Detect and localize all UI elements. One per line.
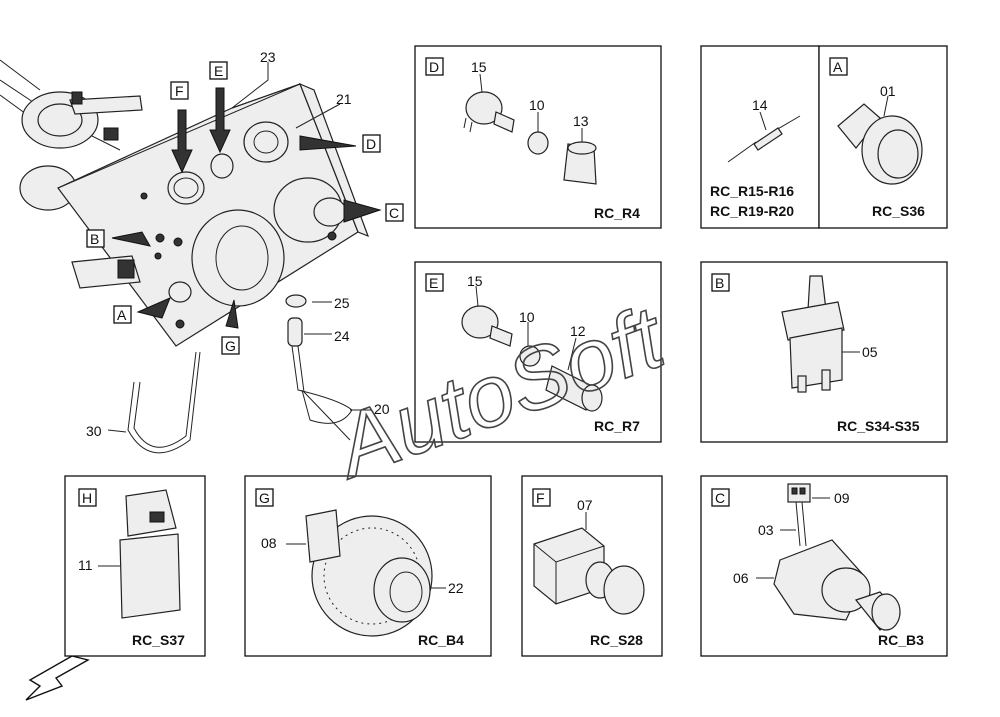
potentiometer-15 xyxy=(465,91,503,125)
nut-10-e xyxy=(519,345,541,367)
joystick-knob-06 xyxy=(871,593,901,631)
panel-g-part-08: 08 xyxy=(261,535,277,551)
part-24 xyxy=(287,317,303,347)
panel-f-code: RC_S28 xyxy=(590,632,643,648)
panel-d-letter: D xyxy=(429,59,439,75)
callout-24: 24 xyxy=(334,328,350,344)
overview-dial-g xyxy=(191,209,285,307)
panel-b-code: RC_S34-S35 xyxy=(837,418,920,434)
panel-f-letter: F xyxy=(536,490,545,506)
callout-21: 21 xyxy=(336,91,352,107)
panel-d-part-13: 13 xyxy=(573,113,589,129)
arrow-icons xyxy=(111,87,382,329)
panel-g: G 08 22 RC_B4 xyxy=(244,475,492,657)
overview-letter-c: C xyxy=(389,205,399,221)
panel-h-part-11: 11 xyxy=(78,557,93,573)
panel-h-code: RC_S37 xyxy=(132,632,185,648)
direction-arrow-icon xyxy=(25,655,90,701)
wire-03 xyxy=(795,501,807,547)
overview-letter-f: F xyxy=(175,83,184,99)
lever-handle xyxy=(69,95,143,115)
panel-d-code: RC_R4 xyxy=(594,205,640,221)
connector-09 xyxy=(787,483,811,503)
overview-letter-a: A xyxy=(117,307,127,323)
panel-e: E 15 10 12 RC_R7 xyxy=(414,261,662,443)
panel-g-letter: G xyxy=(259,490,270,506)
button-cap-07 xyxy=(603,565,645,615)
overview-letter-e: E xyxy=(214,63,223,79)
panel-c-part-03: 03 xyxy=(758,522,774,538)
panel-c-code: RC_B3 xyxy=(878,632,924,648)
nut-10 xyxy=(527,131,549,155)
panel-c-part-06: 06 xyxy=(733,570,749,586)
overview-letter-boxes: F E D C B A G xyxy=(86,61,404,355)
switch-body-11 xyxy=(119,533,181,619)
panel-c-part-09: 09 xyxy=(834,490,850,506)
panel-e-part-12: 12 xyxy=(570,323,586,339)
panel-h: H 11 RC_S37 xyxy=(64,475,206,657)
dial-knob-22 xyxy=(373,557,431,623)
panel-a: A 01 RC_S36 xyxy=(818,45,948,229)
overview-switch-e xyxy=(210,153,234,179)
resistor-leads xyxy=(727,115,801,163)
callout-30: 30 xyxy=(86,423,102,439)
panel-resistor: 14 RC_R15-R16 RC_R19-R20 xyxy=(700,45,820,229)
panel-g-code: RC_B4 xyxy=(418,632,464,648)
panel-b: B 05 RC_S34-S35 xyxy=(700,261,948,443)
panel-c: C 09 03 06 RC_B3 xyxy=(700,475,948,657)
panel-d-part-15: 15 xyxy=(471,59,487,75)
overview-letter-d: D xyxy=(366,136,376,152)
panel-h-letter: H xyxy=(82,490,92,506)
panel-f: F 07 RC_S28 xyxy=(521,475,663,657)
panel-resistor-code-2: RC_R19-R20 xyxy=(710,203,794,219)
panel-e-part-15: 15 xyxy=(467,273,483,289)
callout-20: 20 xyxy=(374,401,390,417)
panel-e-letter: E xyxy=(429,275,438,291)
panel-f-part-07: 07 xyxy=(577,497,593,513)
overview-potentiometer-d xyxy=(243,121,289,163)
overview-letter-b: B xyxy=(90,231,99,247)
panel-c-letter: C xyxy=(715,490,725,506)
part-25 xyxy=(285,294,307,308)
button-body-01 xyxy=(837,103,881,149)
cable-30 xyxy=(127,351,201,454)
potentiometer-15-e xyxy=(461,305,499,339)
panel-d: D 15 10 13 RC_R4 xyxy=(414,45,662,229)
panel-a-part-01: 01 xyxy=(880,83,896,99)
panel-d-part-10: 10 xyxy=(529,97,545,113)
overview-knob-f xyxy=(167,171,205,205)
panel-resistor-code-1: RC_R15-R16 xyxy=(710,183,794,199)
panel-a-code: RC_S36 xyxy=(872,203,925,219)
overview-button-a xyxy=(168,281,192,303)
panel-e-part-10: 10 xyxy=(519,309,535,325)
panel-b-letter: B xyxy=(715,275,724,291)
panel-a-letter: A xyxy=(833,59,843,75)
overview-letter-g: G xyxy=(225,338,236,354)
callout-25: 25 xyxy=(334,295,350,311)
sensor-08 xyxy=(305,509,341,563)
knob-12 xyxy=(545,365,593,411)
panel-b-part-05: 05 xyxy=(862,344,878,360)
panel-g-part-22: 22 xyxy=(448,580,464,596)
overview-assembly xyxy=(0,59,382,454)
panel-e-code: RC_R7 xyxy=(594,418,640,434)
panel-resistor-part-14: 14 xyxy=(752,97,768,113)
callout-23: 23 xyxy=(260,49,276,65)
resistor-14 xyxy=(753,127,783,151)
